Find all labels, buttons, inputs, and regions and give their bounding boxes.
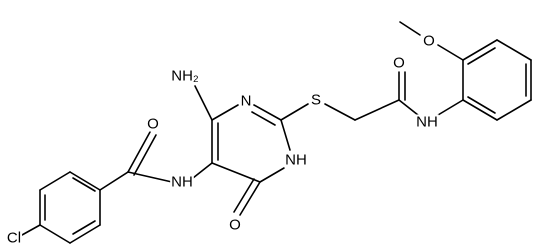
bond bbox=[399, 21, 421, 36]
atom-label: NH bbox=[416, 114, 438, 131]
atom-label: O bbox=[423, 33, 435, 50]
bond bbox=[437, 44, 464, 61]
atom-label-backing bbox=[284, 152, 308, 168]
bond bbox=[324, 103, 356, 121]
atom-label: Cl bbox=[7, 230, 21, 247]
bond bbox=[233, 178, 255, 213]
atom-o_meo: O bbox=[422, 33, 436, 50]
bond bbox=[127, 131, 151, 173]
atom-cl: Cl bbox=[5, 230, 23, 247]
bond bbox=[467, 96, 496, 114]
atom-label-backing bbox=[228, 217, 242, 233]
bond bbox=[194, 85, 213, 121]
bond bbox=[259, 167, 285, 183]
atom-label-backing bbox=[422, 33, 436, 49]
atom-nh2: NH₂ bbox=[170, 68, 200, 85]
bond bbox=[462, 99, 498, 121]
bond bbox=[462, 39, 498, 61]
atom-label: NH₂ bbox=[171, 68, 199, 85]
atom-label-backing bbox=[239, 93, 253, 109]
atom-s1: S bbox=[309, 92, 323, 109]
bond bbox=[99, 171, 129, 191]
bond bbox=[211, 104, 239, 121]
atom-label: O bbox=[229, 217, 241, 234]
bond bbox=[211, 162, 261, 183]
atom-label-backing bbox=[170, 174, 194, 190]
bond bbox=[467, 47, 496, 65]
bond bbox=[72, 177, 96, 192]
bond bbox=[496, 99, 532, 121]
atom-label-backing bbox=[392, 55, 406, 71]
bond bbox=[253, 104, 282, 121]
bond bbox=[239, 181, 261, 216]
atom-label: NH bbox=[171, 174, 193, 191]
atom-label-backing bbox=[170, 68, 200, 84]
atom-o_benzoyl: O bbox=[146, 116, 160, 133]
bond-layer bbox=[21, 21, 532, 244]
bond bbox=[127, 171, 173, 183]
atom-label: S bbox=[311, 92, 321, 109]
bond bbox=[280, 119, 291, 151]
bond bbox=[133, 134, 157, 176]
bond bbox=[398, 99, 419, 116]
atom-nh_anilide: NH bbox=[415, 114, 439, 131]
bond bbox=[39, 224, 71, 244]
atom-label: O bbox=[147, 116, 159, 133]
bond bbox=[69, 171, 101, 191]
bond bbox=[496, 39, 532, 61]
bond bbox=[251, 111, 276, 126]
atom-label-backing bbox=[309, 92, 323, 108]
atom-label: NH bbox=[285, 152, 307, 169]
atom-label: O bbox=[393, 55, 405, 72]
bond bbox=[39, 171, 71, 191]
atom-label-backing bbox=[415, 114, 439, 130]
bond bbox=[280, 103, 309, 121]
bond bbox=[72, 220, 96, 235]
bond bbox=[69, 224, 101, 244]
atom-label-layer: NH₂ N S O O NH O NH NH O Cl bbox=[5, 33, 439, 247]
bond bbox=[192, 162, 213, 179]
atom-n3: N bbox=[239, 93, 253, 110]
bond bbox=[354, 99, 400, 121]
atom-label: N bbox=[241, 93, 252, 110]
atom-label-backing bbox=[5, 230, 23, 246]
atom-label-backing bbox=[146, 116, 160, 132]
atom-nh_ring: NH bbox=[284, 152, 308, 169]
atom-o_amide2: O bbox=[392, 55, 406, 72]
atom-o_keto: O bbox=[228, 217, 242, 234]
bond bbox=[21, 224, 41, 236]
bond bbox=[437, 99, 464, 116]
atom-nh_amide1: NH bbox=[170, 174, 194, 191]
